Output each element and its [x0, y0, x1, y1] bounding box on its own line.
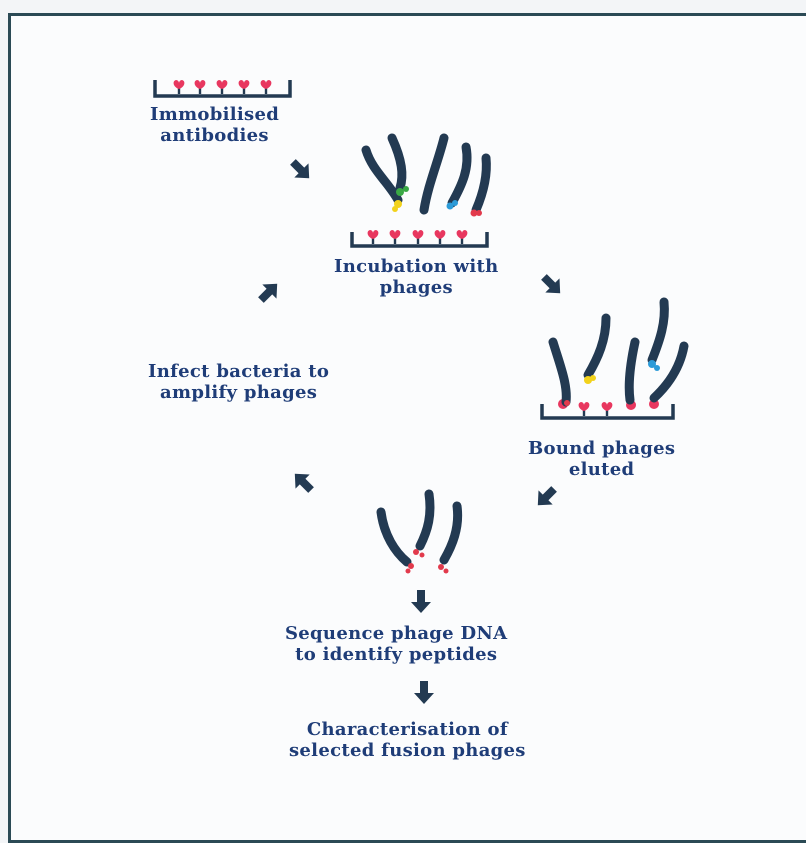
arrow-to-characterisation-icon [414, 681, 434, 704]
label-infect-bacteria: Infect bacteria to amplify phages [148, 361, 329, 403]
arrow-to-bound-icon [537, 270, 567, 300]
arrow-to-sequence-icon [411, 590, 431, 613]
incubation-phage-group-icon [366, 138, 486, 210]
arrow-to-start-icon [254, 277, 284, 307]
arrow-to-eluted-icon [531, 482, 561, 512]
label-line: antibodies [150, 125, 279, 146]
label-immobilised-antibodies: Immobilised antibodies [150, 104, 279, 146]
label-bound-phages: Bound phages eluted [528, 438, 675, 480]
label-line: Incubation with [334, 256, 499, 277]
arrow-to-incubation-icon [286, 155, 316, 185]
label-characterisation: Characterisation of selected fusion phag… [289, 719, 526, 761]
incubation-plate-icon [352, 230, 487, 246]
label-sequence-dna: Sequence phage DNA to identify peptides [285, 623, 507, 665]
bound-peptide-tags [564, 360, 660, 406]
label-line: Sequence phage DNA [285, 623, 507, 644]
bound-phage-group-icon [553, 302, 684, 402]
label-line: eluted [528, 459, 675, 480]
incubation-peptide-tags [392, 186, 482, 217]
label-line: amplify phages [148, 382, 329, 403]
label-line: to identify peptides [285, 644, 507, 665]
label-incubation: Incubation with phages [334, 256, 499, 298]
label-line: Infect bacteria to [148, 361, 329, 382]
immobilised-antibody-plate-icon [155, 80, 290, 96]
label-line: phages [334, 277, 499, 298]
label-line: Immobilised [150, 104, 279, 125]
label-line: Characterisation of [289, 719, 526, 740]
label-line: selected fusion phages [289, 740, 526, 761]
eluted-phage-group-icon [381, 494, 458, 562]
arrow-to-infect-icon [288, 467, 318, 497]
label-line: Bound phages [528, 438, 675, 459]
